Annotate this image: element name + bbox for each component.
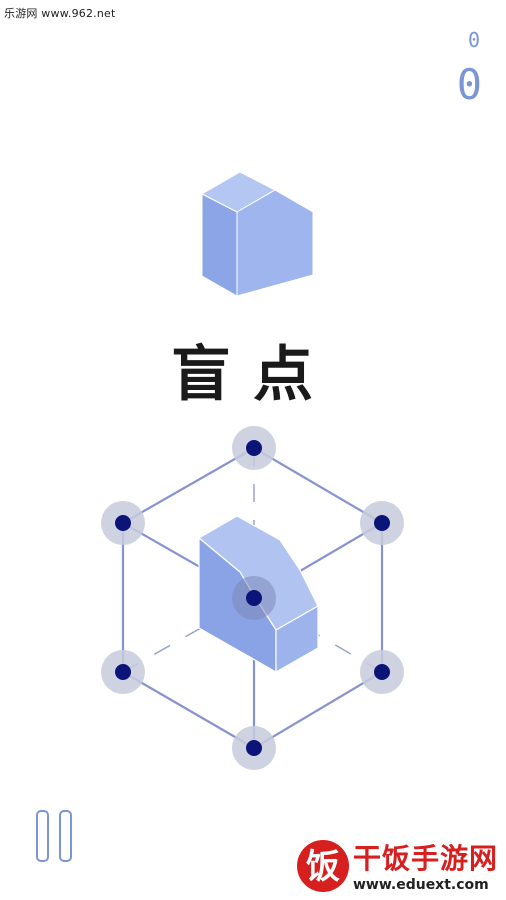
node-lower-left[interactable] (101, 650, 145, 694)
site-watermark: 乐游网 www.962.net (4, 7, 116, 20)
node-bottom[interactable] (232, 726, 276, 770)
current-score: 0 (456, 60, 482, 109)
node-center[interactable] (232, 576, 276, 620)
brand-name: 干饭手游网 (352, 842, 498, 875)
svg-text:饭: 饭 (306, 847, 340, 887)
pause-icon (36, 810, 49, 862)
brand-logo-icon: 饭 (296, 840, 349, 892)
node-upper-left[interactable] (101, 501, 145, 545)
target-shape (200, 171, 314, 297)
pause-button[interactable] (36, 810, 82, 864)
pause-icon-bar (59, 810, 72, 862)
node-upper-right[interactable] (360, 501, 404, 545)
best-score: 0 (467, 28, 480, 52)
level-title: 盲点 (171, 340, 335, 410)
node-top[interactable] (232, 426, 276, 470)
brand-url: www.eduext.com (352, 877, 489, 893)
node-lower-right[interactable] (360, 650, 404, 694)
brand-watermark: 饭 干饭手游网 www.eduext.com (295, 834, 498, 896)
